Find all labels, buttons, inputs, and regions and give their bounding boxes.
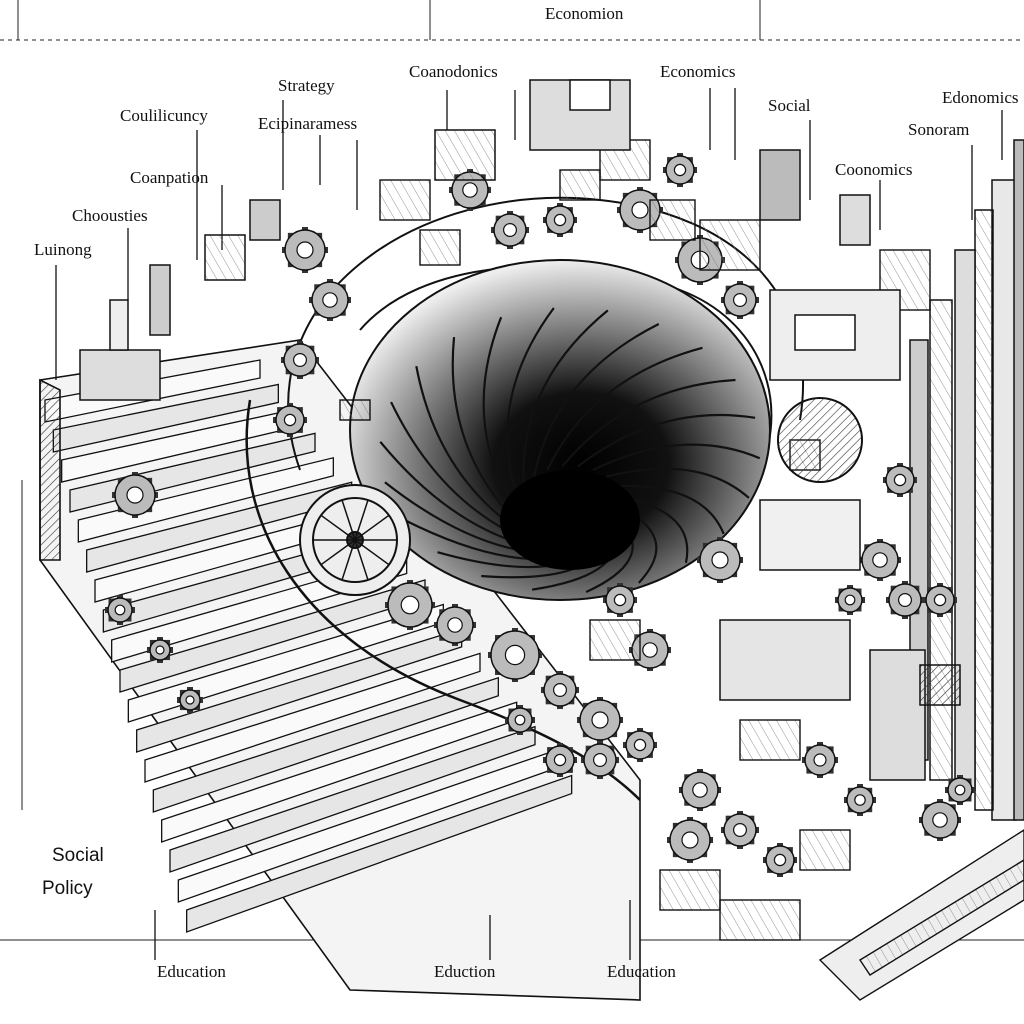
crate	[589, 619, 641, 661]
stair-step	[144, 652, 481, 783]
label-education-right: Education	[607, 962, 676, 981]
stair-step	[186, 774, 573, 933]
label-sonoram: Sonoram	[908, 120, 970, 139]
gear	[581, 741, 619, 779]
top-blocks	[79, 79, 961, 781]
crate	[739, 719, 801, 761]
vortex-blade	[592, 443, 761, 471]
gear	[543, 203, 577, 237]
gear	[886, 581, 924, 619]
vortex-blade	[451, 337, 519, 524]
label-coanpation: Coanpation	[130, 168, 209, 187]
label-coonomics: Coonomics	[835, 160, 913, 179]
label-strategy: Strategy	[278, 76, 335, 95]
wheel-spoke	[341, 499, 356, 541]
gear	[679, 769, 721, 811]
wheel-spoke	[354, 499, 369, 541]
gear	[697, 537, 743, 583]
leader-lines	[55, 88, 1003, 960]
label-economics-top: Economics	[660, 62, 736, 81]
gear	[835, 585, 865, 615]
gear	[721, 281, 759, 319]
label-economion: Economion	[545, 4, 624, 23]
label-ecipinaramess: Ecipinaramess	[258, 114, 358, 133]
vortex-blade	[605, 467, 750, 499]
gear	[147, 637, 173, 663]
gear	[945, 775, 975, 805]
gear	[281, 341, 319, 379]
wheel	[299, 484, 411, 596]
crate	[719, 899, 801, 941]
gear	[434, 604, 476, 646]
vortex-blade	[561, 378, 736, 468]
vortex-blade	[532, 323, 660, 477]
wheel-spoke	[341, 539, 356, 581]
stair-step	[77, 456, 334, 543]
gear	[385, 580, 435, 630]
crate	[699, 219, 761, 271]
label-education-left: Education	[157, 962, 226, 981]
machinery-clutter	[105, 139, 975, 941]
gear	[623, 728, 657, 762]
gear	[505, 705, 535, 735]
gear	[577, 697, 623, 743]
right-columns	[909, 139, 1024, 821]
spiky-ball	[777, 397, 863, 483]
gear	[177, 687, 203, 713]
vortex-blade	[546, 346, 703, 471]
label-social-top: Social	[768, 96, 811, 115]
gear	[919, 799, 961, 841]
stair-step	[169, 725, 536, 873]
gear	[309, 279, 351, 321]
wheel-spoke	[320, 514, 356, 541]
crate	[649, 199, 696, 241]
gear	[273, 403, 307, 437]
gear	[763, 843, 797, 877]
crate	[379, 179, 431, 221]
crate	[419, 229, 461, 266]
crate	[659, 869, 721, 911]
gear	[488, 628, 542, 682]
gear	[663, 153, 697, 187]
gear	[603, 583, 637, 617]
gear	[282, 227, 328, 273]
gear	[802, 742, 838, 778]
floor-planks	[818, 829, 1024, 1001]
gear	[667, 817, 713, 863]
label-luinong: Luinong	[34, 240, 92, 259]
vortex-blade	[622, 496, 689, 564]
vortex-blade	[577, 413, 756, 468]
stair-step	[152, 676, 499, 813]
crate	[339, 399, 371, 421]
gear	[541, 671, 579, 709]
wheel-spoke	[354, 514, 390, 541]
wheel-spoke	[354, 539, 369, 581]
vortex-blade	[482, 316, 516, 511]
vortex-blade	[522, 309, 609, 487]
gear	[721, 811, 759, 849]
crate	[799, 829, 851, 871]
gear	[112, 472, 158, 518]
label-choousties: Choousties	[72, 206, 148, 225]
vortex	[349, 259, 771, 601]
gear	[883, 463, 917, 497]
wheel-spoke	[320, 539, 356, 566]
gear	[923, 583, 957, 617]
label-couliticuncy: Coulilicuncy	[120, 106, 208, 125]
label-eduction-mid: Eduction	[434, 962, 496, 981]
gear	[543, 743, 577, 777]
label-coanodonics: Coanodonics	[409, 62, 498, 81]
label-social-policy-1: Social	[52, 845, 104, 866]
gear	[105, 595, 135, 625]
label-social-policy-2: Policy	[42, 878, 93, 899]
wheel-spoke	[354, 539, 390, 566]
vortex-blade	[506, 307, 555, 498]
label-edonomics: Edonomics	[942, 88, 1019, 107]
gear	[844, 784, 876, 816]
gear	[859, 539, 901, 581]
vortex-blade	[616, 484, 725, 535]
gear	[491, 211, 529, 249]
crate	[559, 169, 601, 201]
